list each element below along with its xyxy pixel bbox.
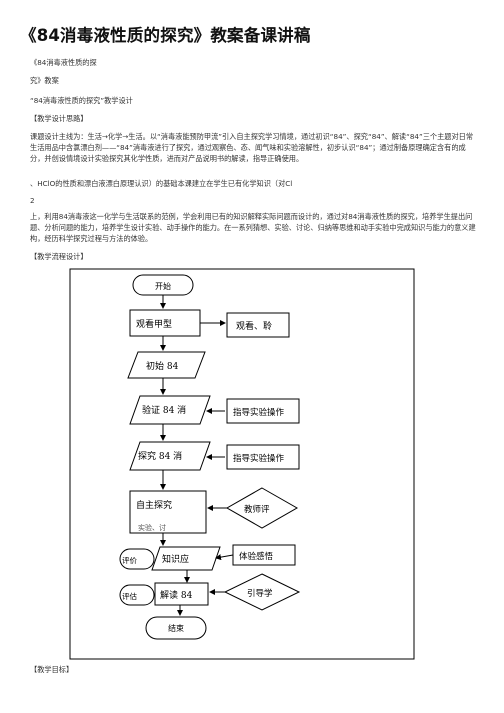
node-watch-video-label: 观看甲型 <box>136 318 172 330</box>
node-guide-2 <box>226 444 300 470</box>
node-explore-label: 探究 84 消 <box>138 450 182 462</box>
side-evaluate-1-label: 评价 <box>122 556 137 565</box>
page-title: 《84消毒液性质的探究》教案备课讲稿 <box>20 26 311 45</box>
background-paragraph: 上，利用84消毒液这一化学与生活联系的范例，学会利用已有的知识解释实际问题而设计… <box>30 212 476 243</box>
start-label: 开始 <box>155 281 171 291</box>
design-paragraph: 课题设计主线为：生活→化学→生活。以“消毒液能预防甲流”引入自主探究学习情境，通… <box>30 132 474 163</box>
node-self-explore <box>129 490 207 534</box>
section-flow-design: 【教学流程设计】 <box>30 252 88 261</box>
node-teacher-eval-label: 教师评 <box>244 504 270 515</box>
node-apply-label: 知识应 <box>162 553 189 565</box>
end-label: 结束 <box>168 623 184 633</box>
side-evaluate-1 <box>119 548 155 570</box>
node-verify-label: 验证 84 消 <box>142 404 186 416</box>
side-evaluate-2-label: 评估 <box>122 591 137 601</box>
node-interpret <box>154 582 209 606</box>
node-self-explore-label: 自主探究 <box>136 499 172 511</box>
end-terminator <box>145 616 207 640</box>
flowchart-frame <box>69 268 415 660</box>
node-first-look <box>127 351 206 379</box>
node-watch-listen-label: 观看、聆 <box>236 320 272 332</box>
node-guide-1 <box>226 398 300 424</box>
hclo-line: 、HClO的性质和漂白液漂白原理认识）的基础本课建立在学生已有化学知识（对Cl <box>30 179 293 188</box>
node-explore <box>129 441 211 471</box>
node-experience-label: 体验感悟 <box>239 551 274 562</box>
section-design-thinking: 【教学设计思路】 <box>30 114 88 123</box>
node-apply <box>151 546 221 571</box>
subtitle-line-1: 《84消毒液性质的探 <box>30 58 97 67</box>
node-guide-1-label: 指导实验操作 <box>233 407 285 418</box>
side-evaluate-2 <box>119 584 155 606</box>
design-heading: “84消毒液性质的探究”教学设计 <box>30 96 133 105</box>
node-verify <box>129 395 211 425</box>
section-teaching-goal: 【教学目标】 <box>30 665 74 674</box>
node-watch-listen <box>226 312 290 338</box>
node-guide-learn-label: 引导学 <box>247 588 273 599</box>
node-teacher-eval <box>225 487 299 529</box>
node-partial-label: 实验、讨 <box>138 523 166 532</box>
node-interpret-label: 解读 84 <box>160 589 193 601</box>
node-first-look-label: 初始 84 <box>146 360 179 372</box>
node-watch-video <box>129 309 201 337</box>
subtitle-line-2: 究》教案 <box>30 76 59 85</box>
node-guide-learn <box>223 573 301 611</box>
subscript-two: 2 <box>30 196 35 205</box>
node-guide-2-label: 指导实验操作 <box>233 453 285 464</box>
